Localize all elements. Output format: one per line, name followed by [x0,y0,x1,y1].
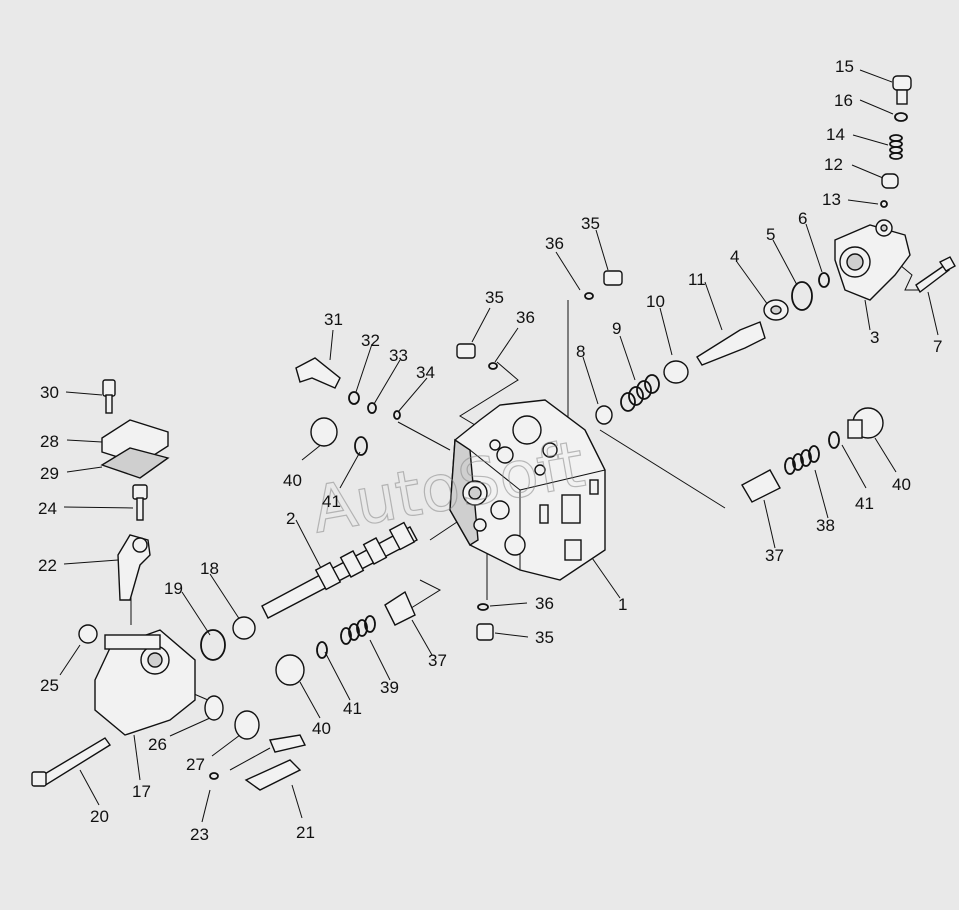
label-35-bottom: 35 [535,628,554,647]
label-35-mid: 35 [485,288,504,307]
main-spool [261,521,418,619]
label-15: 15 [835,57,854,76]
label-27: 27 [186,755,205,774]
label-24: 24 [38,499,57,518]
label-28: 28 [40,432,59,451]
label-41-upper-left: 41 [322,492,341,511]
label-36-top: 36 [545,234,564,253]
label-10: 10 [646,292,665,311]
label-37-right: 37 [765,546,784,565]
label-35-top: 35 [581,214,600,233]
label-36-bottom: 36 [535,594,554,613]
label-22: 22 [38,556,57,575]
top-plugs [456,270,623,370]
label-17: 17 [132,782,151,801]
spring-38 [784,445,820,475]
label-23: 23 [190,825,209,844]
label-3: 3 [870,328,879,347]
mid-left-parts [200,590,494,686]
label-2: 2 [286,509,295,528]
label-1: 1 [618,595,627,614]
relief-valve-parts [880,75,912,208]
spring-9 [620,374,660,412]
label-40-lower-left: 40 [312,719,331,738]
left-housing-assembly [31,379,307,791]
label-8: 8 [576,342,585,361]
label-19: 19 [164,579,183,598]
label-12: 12 [824,155,843,174]
label-40-right: 40 [892,475,911,494]
label-11: 11 [688,270,706,289]
label-4: 4 [730,247,739,266]
label-40-upper-left: 40 [283,471,302,490]
label-30: 30 [40,383,59,402]
spring-14 [889,134,903,160]
label-38: 38 [816,516,835,535]
label-39: 39 [380,678,399,697]
right-cover [834,219,956,301]
label-7: 7 [933,337,942,356]
callout-labels: 1 2 3 4 5 6 7 8 9 10 11 12 13 14 15 16 1… [38,57,942,844]
label-6: 6 [798,209,807,228]
label-29: 29 [40,464,59,483]
label-13: 13 [822,190,841,209]
right-lower-parts [741,407,884,503]
label-5: 5 [766,225,775,244]
leader-lines [59,69,939,823]
spring-39 [340,615,376,645]
label-18: 18 [200,559,219,578]
label-26: 26 [148,735,167,754]
label-21: 21 [296,823,315,842]
label-37-left: 37 [428,651,447,670]
left-upper-parts [295,357,401,456]
label-34: 34 [416,363,435,382]
label-33: 33 [389,346,408,365]
label-14: 14 [826,125,845,144]
label-20: 20 [90,807,109,826]
label-41-lower-left: 41 [343,699,362,718]
label-32: 32 [361,331,380,350]
label-36-mid: 36 [516,308,535,327]
upper-spool-parts [595,272,830,425]
label-41-right: 41 [855,494,874,513]
label-9: 9 [612,319,621,338]
label-16: 16 [834,91,853,110]
label-31: 31 [324,310,343,329]
valve-body [449,399,606,581]
label-25: 25 [40,676,59,695]
